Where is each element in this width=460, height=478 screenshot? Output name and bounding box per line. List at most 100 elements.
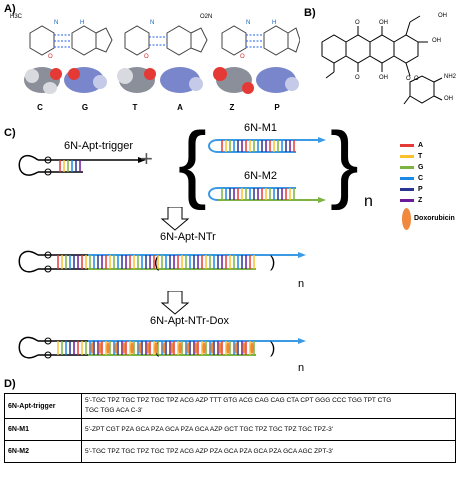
ntr-label: 6N-Apt-NTr bbox=[160, 231, 216, 243]
svg-text:O: O bbox=[144, 54, 149, 60]
legend-label: Z bbox=[418, 197, 423, 204]
panel-a-label: A) bbox=[4, 3, 16, 15]
panel-b-label: B) bbox=[304, 7, 316, 19]
svg-text:O: O bbox=[48, 54, 53, 60]
trigger-seq-line2: TGC TGG ACA C-3' bbox=[85, 407, 143, 414]
row-seq-trigger: 5'-TGC TPZ TGC TPZ TGC TPZ ACG AZP TTT G… bbox=[81, 393, 456, 419]
svg-text:OH: OH bbox=[379, 75, 388, 81]
legend-label: P bbox=[418, 186, 423, 193]
doxorubicin-mark bbox=[162, 342, 166, 354]
row-seq-m1: 5'-ZPT CGT PZA GCA PZA GCA PZA GCA AZP G… bbox=[81, 418, 456, 441]
table-row: 6N-Apt-trigger 5'-TGC TPZ TGC TPZ TGC TP… bbox=[4, 393, 456, 419]
doxorubicin-mark bbox=[90, 342, 94, 354]
m1-label: 6N-M1 bbox=[244, 122, 278, 134]
doxorubicin-mark bbox=[194, 342, 198, 354]
oh-label-1: OH bbox=[438, 13, 447, 19]
down-arrow-icon-1 bbox=[160, 207, 190, 231]
table-row: 6N-M1 5'-ZPT CGT PZA GCA PZA GCA PZA GCA… bbox=[4, 418, 456, 441]
legend-label: A bbox=[418, 142, 424, 149]
h3c-label: H3C bbox=[10, 14, 23, 20]
doxorubicin-mark bbox=[130, 342, 134, 354]
oh-label-2: OH bbox=[432, 38, 441, 44]
legend-item: A bbox=[400, 140, 423, 151]
left-brace-icon: { bbox=[178, 115, 207, 211]
doxorubicin-mark bbox=[210, 342, 214, 354]
oh-label-3: OH bbox=[444, 96, 453, 102]
doxorubicin-mark bbox=[146, 342, 150, 354]
panel-d-label: D) bbox=[4, 378, 16, 390]
table-row: 6N-M2 5'-TGC TPZ TGC TPZ TGC TPZ ACG AZP… bbox=[4, 440, 456, 463]
doxorubicin-mark bbox=[202, 342, 206, 354]
doxorubicin-mark bbox=[218, 342, 222, 354]
doxorubicin-mark bbox=[242, 342, 246, 354]
doxorubicin-mark bbox=[98, 342, 102, 354]
trigger-seq-line1: 5'-TGC TPZ TGC TPZ TGC TPZ ACG AZP TTT G… bbox=[85, 397, 392, 404]
right-brace-icon: } bbox=[330, 115, 359, 211]
m1-seq-line1: 5'-ZPT CGT PZA GCA PZA GCA PZA GCA AZP G… bbox=[85, 425, 333, 433]
legend-item: C bbox=[400, 173, 423, 184]
doxorubicin-mark bbox=[250, 342, 254, 354]
row-name-m2: 6N-M2 bbox=[4, 440, 82, 463]
svg-text:N: N bbox=[150, 20, 154, 26]
legend-label: C bbox=[418, 175, 424, 182]
svg-text:H: H bbox=[272, 20, 276, 26]
n-subscript-ntr: n bbox=[298, 278, 305, 290]
doxorubicin-mark bbox=[138, 342, 142, 354]
legend-swatch bbox=[400, 177, 414, 180]
svg-text:H: H bbox=[80, 20, 84, 26]
svg-text:O: O bbox=[414, 76, 419, 82]
svg-text:O: O bbox=[406, 76, 411, 82]
doxorubicin-mark bbox=[122, 342, 126, 354]
doxorubicin-mark bbox=[186, 342, 190, 354]
legend-swatch bbox=[400, 188, 414, 191]
plus-icon: + bbox=[140, 146, 153, 171]
legend-label: G bbox=[418, 164, 424, 171]
legend-swatch bbox=[400, 166, 414, 169]
down-arrow-icon-2 bbox=[160, 291, 190, 315]
pair-z-label: Z bbox=[229, 103, 235, 112]
m1-hairpin bbox=[208, 137, 326, 153]
pair-g-label: G bbox=[81, 103, 89, 112]
ntr-dox-duplex: ( ) bbox=[18, 336, 306, 359]
svg-text:O: O bbox=[355, 75, 360, 81]
legend-item: T bbox=[400, 151, 423, 162]
svg-text:(: ( bbox=[154, 254, 160, 271]
row-seq-m2: 5'-TGC TPZ TGC TPZ TGC TPZ ACG AZP PZA G… bbox=[81, 440, 456, 463]
doxorubicin-legend-label: Doxorubicin bbox=[414, 215, 455, 222]
svg-text:O: O bbox=[355, 20, 360, 26]
legend-swatch bbox=[400, 155, 414, 158]
legend-item: P bbox=[400, 184, 423, 195]
sequence-table: 6N-Apt-trigger 5'-TGC TPZ TGC TPZ TGC TP… bbox=[4, 393, 456, 463]
legend-item: Z bbox=[400, 195, 423, 206]
ntr-duplex: ( ) bbox=[18, 250, 306, 273]
row-name-trigger: 6N-Apt-trigger bbox=[4, 393, 82, 419]
nh2-label: NH2 bbox=[444, 74, 457, 80]
n-subscript-top: n bbox=[364, 193, 373, 210]
panel-c-label: C) bbox=[4, 127, 16, 139]
trigger-label: 6N-Apt-trigger bbox=[64, 140, 134, 152]
svg-text:OH: OH bbox=[379, 20, 388, 26]
m2-hairpin bbox=[208, 187, 326, 203]
svg-text:N: N bbox=[54, 20, 58, 26]
doxorubicin-mark bbox=[178, 342, 182, 354]
doxorubicin-mark bbox=[114, 342, 118, 354]
trigger-hairpin bbox=[18, 154, 146, 176]
pair-a-label: A bbox=[177, 103, 183, 112]
svg-text:O: O bbox=[240, 54, 245, 60]
pair-t-label: T bbox=[132, 103, 138, 112]
legend-swatch bbox=[400, 144, 414, 147]
svg-text:): ) bbox=[270, 340, 275, 357]
m2-label: 6N-M2 bbox=[244, 170, 278, 182]
doxorubicin-mark bbox=[106, 342, 110, 354]
ntr-dox-label: 6N-Apt-NTr-Dox bbox=[150, 315, 230, 327]
doxorubicin-mark bbox=[234, 342, 238, 354]
row-name-m1: 6N-M1 bbox=[4, 418, 82, 441]
n-subscript-dox: n bbox=[298, 362, 305, 374]
legend-item: G bbox=[400, 162, 423, 173]
doxorubicin-icon bbox=[402, 208, 411, 230]
doxorubicin-mark bbox=[154, 342, 158, 354]
doxorubicin-mark bbox=[226, 342, 230, 354]
